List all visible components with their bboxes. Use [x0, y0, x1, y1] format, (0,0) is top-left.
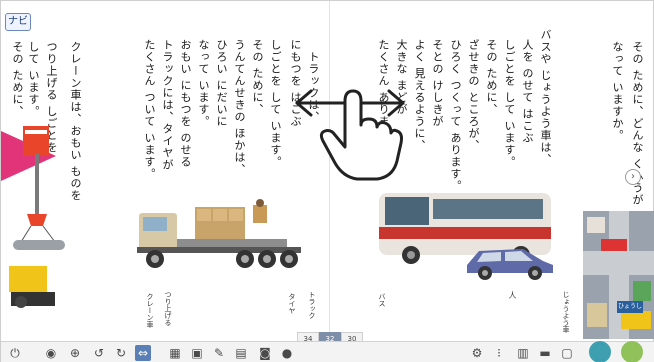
crane-text-line: クレーン車は、おもい ものを	[69, 41, 82, 202]
bus-text-line: 大きな まどが	[395, 39, 408, 116]
undo-icon[interactable]: ↺	[93, 346, 105, 360]
bus-text-line: バスや じょうよう車は、	[539, 29, 552, 166]
truck-text-line: うんてんせきの ほかは、	[233, 39, 246, 176]
truck-text-line: その ために、	[251, 39, 264, 116]
expand-round-button[interactable]	[589, 341, 611, 362]
footnote-kanji: 人	[508, 291, 517, 299]
book-icon[interactable]: ▥	[517, 346, 529, 360]
note-icon[interactable]: ▤	[235, 346, 247, 360]
footnote: タイヤ	[288, 293, 296, 314]
close-round-button[interactable]	[621, 341, 643, 362]
truck-text-line: トラックには、タイヤが	[161, 39, 174, 171]
capture-icon[interactable]: ◙	[259, 346, 271, 360]
navi-button[interactable]: ナビ	[5, 13, 31, 31]
bus-text-line: しごとを して います。	[503, 39, 516, 168]
truck-text-line: しごとを して います。	[269, 39, 282, 168]
bus-text-line: よく 見えるように、	[413, 39, 426, 152]
truck-text-line: トラックは、	[307, 51, 320, 123]
footnote: クレーン車	[146, 293, 154, 328]
crane-text-line: つり上げる しごとを	[45, 41, 58, 154]
print-icon[interactable]: ▬	[539, 346, 551, 360]
swipe-gesture-icon	[295, 89, 405, 181]
crane-text-line: して います。	[27, 41, 40, 118]
footnote: バス	[378, 293, 386, 307]
footnote: トラック	[308, 291, 316, 319]
truck-text-line: なって います。	[197, 39, 210, 128]
bottom-toolbar: ⏻ ◉ ⊕ ↺ ↻ ⇔ ▦ ▣ ✎ ▤ ◙ ● ⚙ ⁝ ▥ ▬ ▢	[1, 341, 654, 362]
city-map-thumbnail[interactable]	[583, 211, 654, 339]
truck-text-line: たくさん ついて います。	[143, 39, 156, 180]
car-illustration	[467, 249, 553, 280]
thumbnail-icon[interactable]: ▦	[169, 346, 181, 360]
truck-text-line: ひろい にだいに	[215, 39, 228, 128]
question-text-line: その ために、どんな くふうが	[631, 41, 644, 206]
footnote: じょうよう車	[562, 291, 570, 333]
page-fit-icon[interactable]: ⇔	[135, 345, 151, 361]
crane-text-line: その ために、	[11, 41, 24, 118]
map-label[interactable]: ひょうし	[617, 301, 643, 313]
power-icon[interactable]: ⏻	[10, 346, 20, 360]
question-text-line: なって いますか。	[611, 41, 624, 142]
bus-text-line: そとの けしきが	[431, 39, 444, 128]
bus-text-line: その ために、	[485, 39, 498, 116]
next-page-button[interactable]: ›	[625, 169, 641, 185]
bus-text-line: ひろく つくって あります。	[449, 39, 462, 192]
pen-icon[interactable]: ✎	[213, 346, 225, 360]
image-icon[interactable]: ▣	[191, 346, 203, 360]
settings-icon[interactable]: ⚙	[471, 346, 483, 360]
bus-text-line: ざせきの ところが、	[467, 39, 480, 152]
crane-illustration	[9, 126, 65, 308]
sound-icon[interactable]: ●	[281, 346, 293, 360]
grid-icon[interactable]: ⁝	[497, 346, 501, 360]
window-icon[interactable]: ▢	[561, 346, 573, 360]
footnote: つり上げる	[164, 291, 172, 326]
truck-text-line: おもい にもつを のせる	[179, 39, 192, 168]
page-spine	[329, 1, 330, 341]
truck-illustration	[137, 199, 301, 268]
bus-text-line: 人を のせて はこぶ	[521, 39, 534, 144]
audio-icon[interactable]: ◉	[45, 346, 57, 360]
redo-icon[interactable]: ↻	[115, 346, 127, 360]
zoom-in-icon[interactable]: ⊕	[69, 346, 81, 360]
bus-illustration	[379, 193, 551, 264]
